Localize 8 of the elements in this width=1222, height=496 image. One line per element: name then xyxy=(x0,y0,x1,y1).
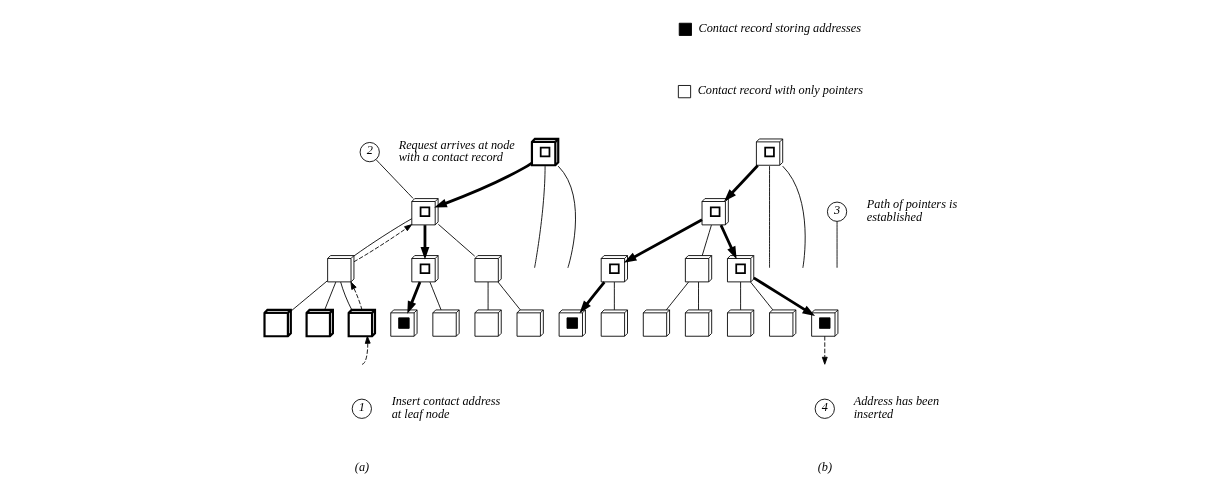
legend-label: Contact record with only pointers xyxy=(697,82,863,97)
label: (b) xyxy=(817,459,832,474)
node-label: Path of pointers is established xyxy=(866,197,957,224)
node-label: Request arrives at node with a contact record xyxy=(398,137,515,165)
legend-label: Contact record storing addresses xyxy=(698,20,861,35)
node-label: Address has been inserted xyxy=(853,394,939,421)
node-label: Insert contact address at leaf node xyxy=(391,394,500,421)
label: (a) xyxy=(354,459,369,474)
